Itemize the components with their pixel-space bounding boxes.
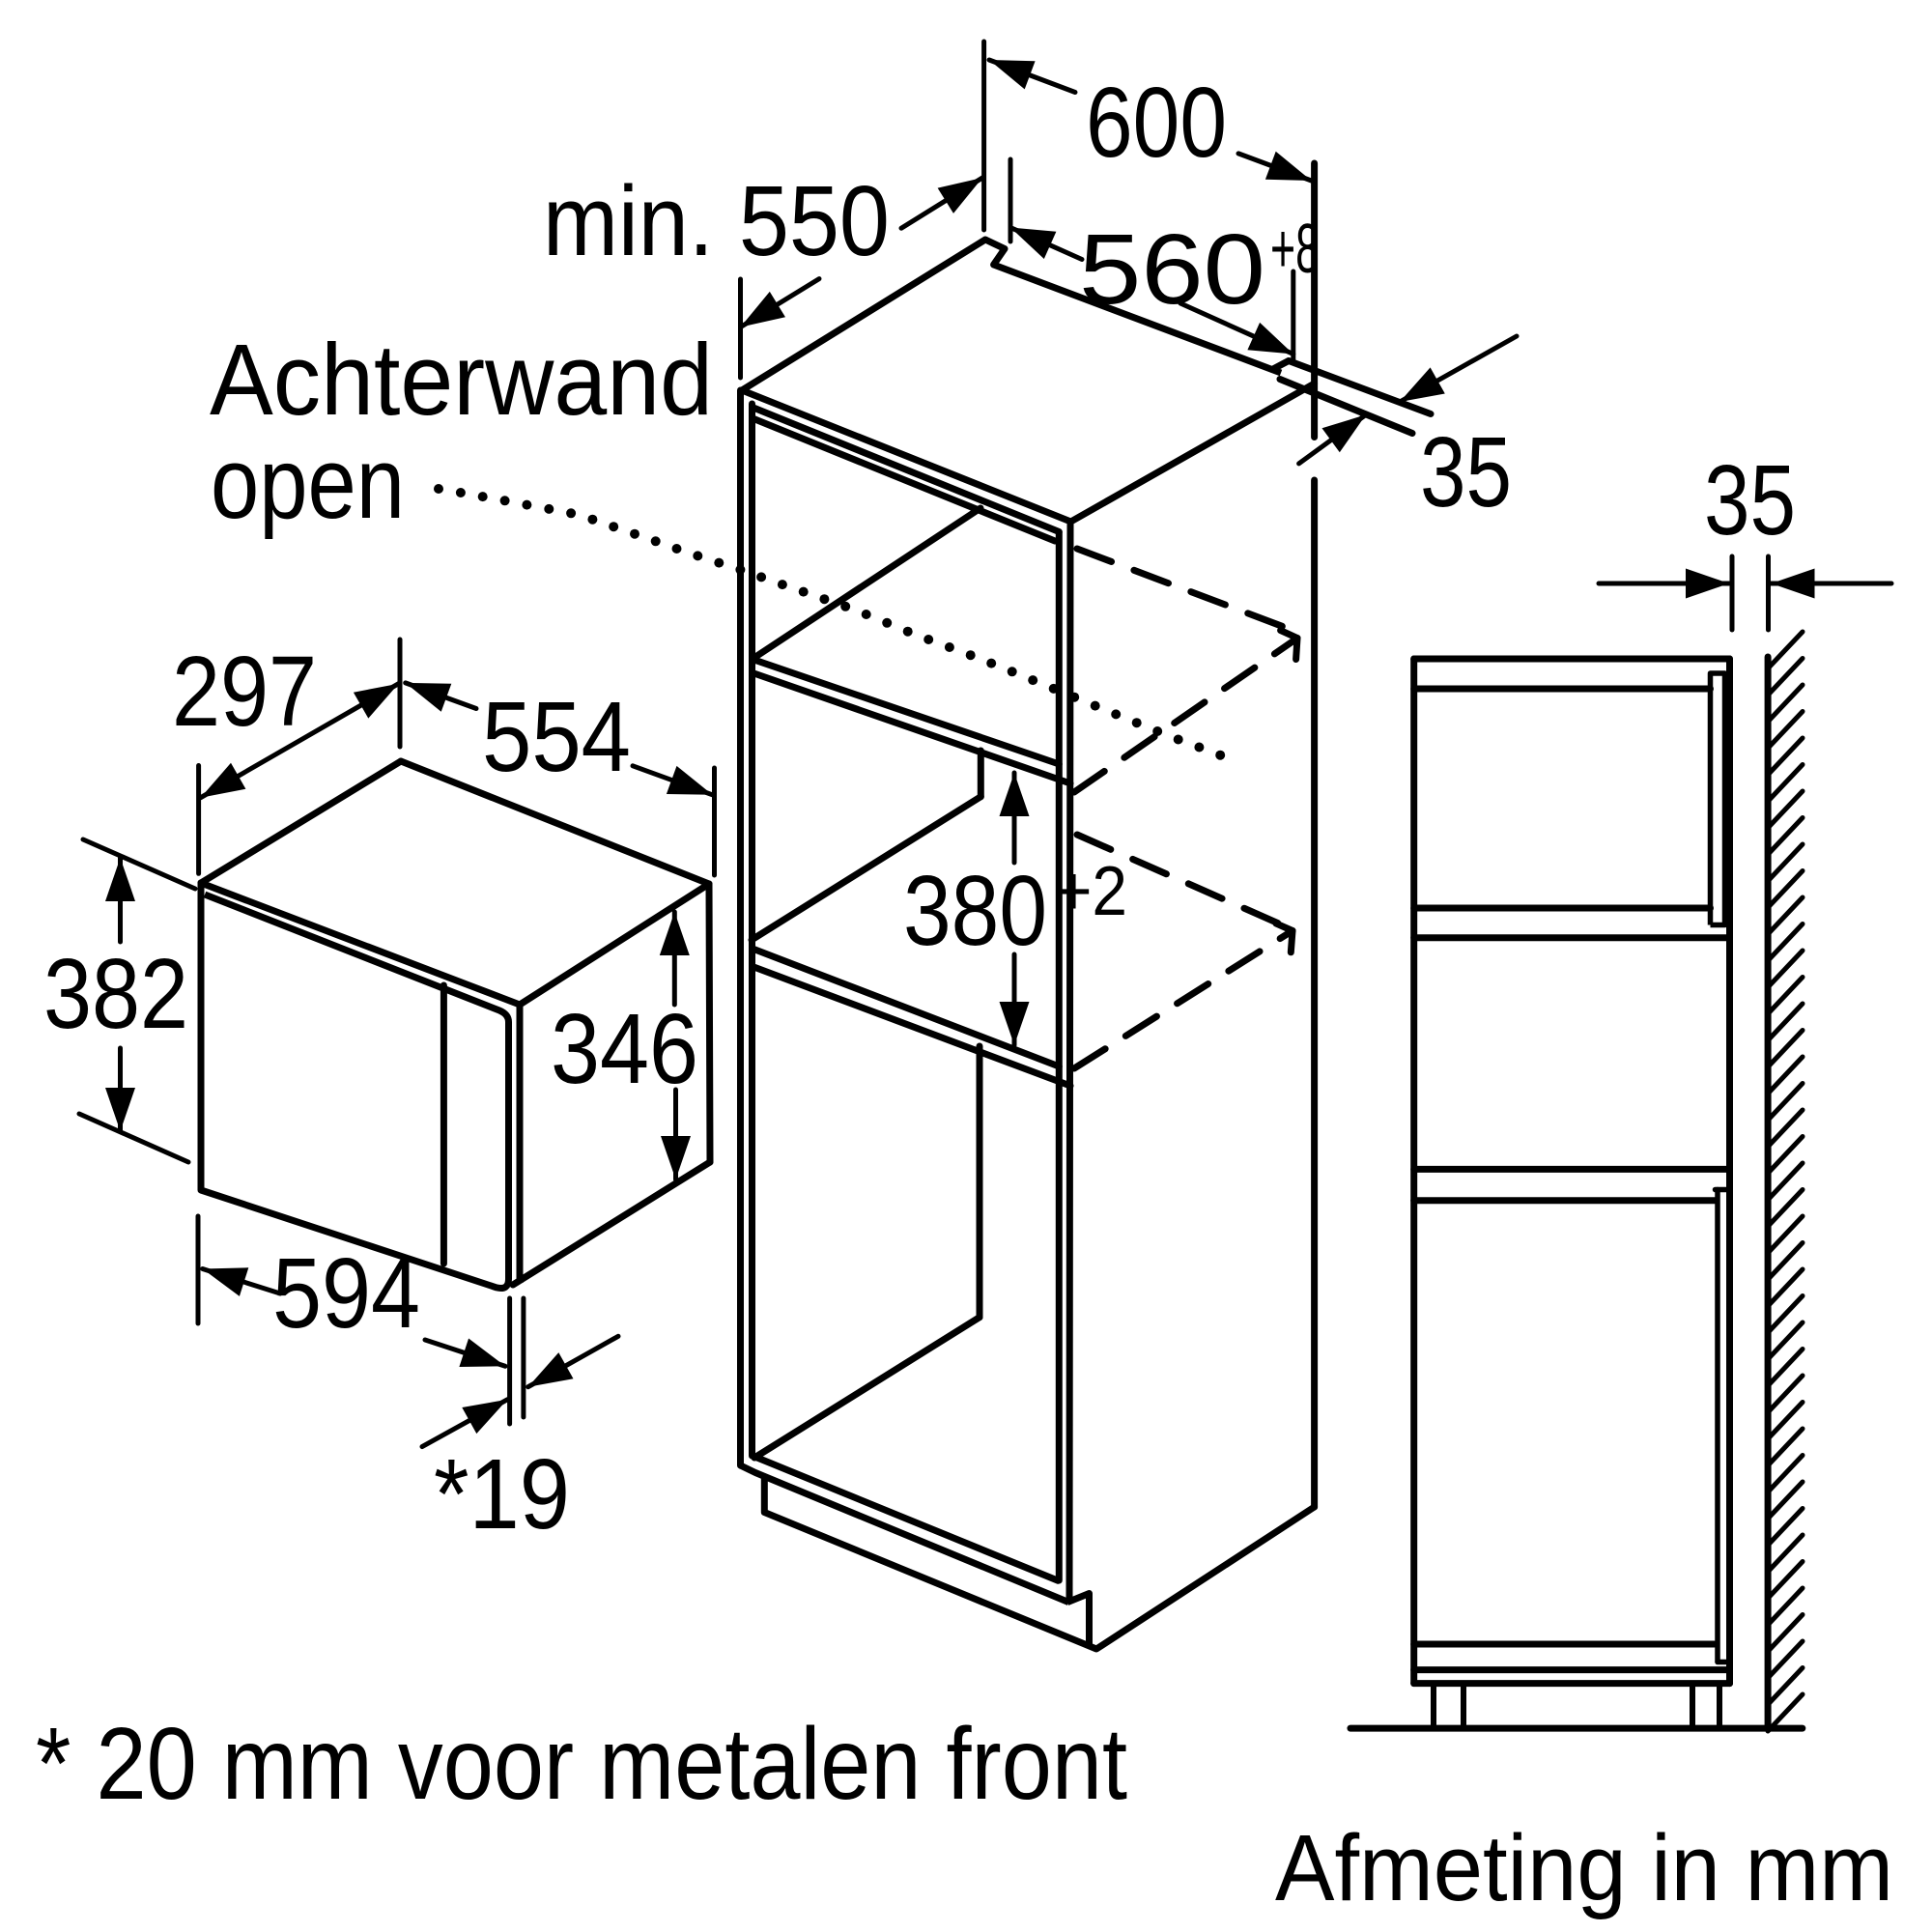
svg-text:560: 560 xyxy=(1079,213,1265,325)
svg-text:380: 380 xyxy=(903,855,1047,966)
svg-text:297: 297 xyxy=(172,636,317,747)
svg-text:*19: *19 xyxy=(434,1438,570,1549)
svg-text:382: 382 xyxy=(43,938,188,1049)
svg-text:+2: +2 xyxy=(1055,853,1127,930)
svg-text:35: 35 xyxy=(1420,416,1512,527)
svg-text:600: 600 xyxy=(1086,67,1227,178)
svg-text:35: 35 xyxy=(1704,444,1796,555)
svg-text:594: 594 xyxy=(272,1237,420,1349)
svg-text:+8: +8 xyxy=(1270,211,1320,288)
svg-text:Achterwand: Achterwand xyxy=(210,324,713,437)
svg-text:346: 346 xyxy=(551,993,698,1104)
svg-text:Afmeting in mm: Afmeting in mm xyxy=(1275,1815,1893,1920)
svg-text:* 20 mm voor metalen front: * 20 mm voor metalen front xyxy=(36,1707,1127,1821)
svg-text:min. 550: min. 550 xyxy=(543,165,890,276)
svg-text:554: 554 xyxy=(482,681,631,792)
svg-text:open: open xyxy=(211,427,405,540)
